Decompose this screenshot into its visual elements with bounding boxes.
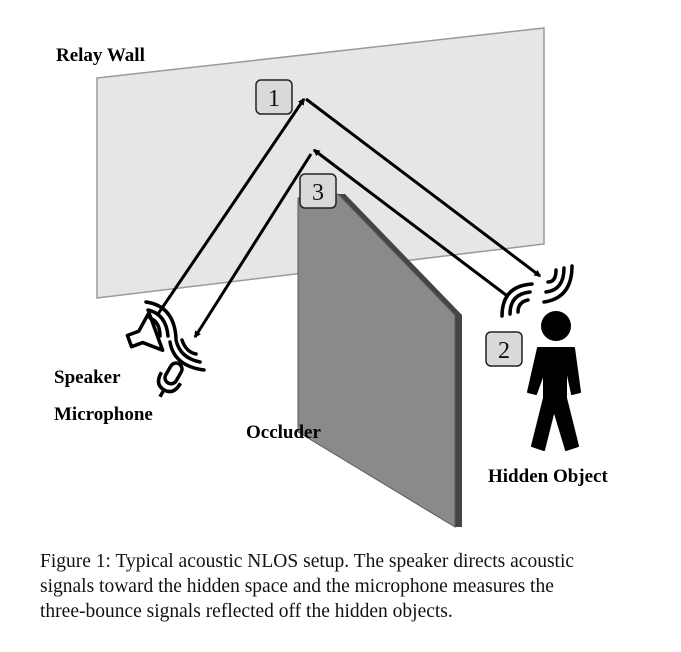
- speaker-icon: [125, 310, 165, 353]
- person-icon: [527, 311, 581, 451]
- svg-text:1: 1: [268, 86, 280, 112]
- figure-caption: Figure 1: Typical acoustic NLOS setup. T…: [40, 549, 642, 624]
- object-incoming-wave-icon: [542, 264, 574, 304]
- sound-wave-icon: [144, 300, 178, 340]
- microphone-wave-icon: [168, 338, 206, 372]
- signal-paths: [156, 97, 542, 339]
- bounce-marker-1: 1: [255, 79, 293, 115]
- relay-wall: [96, 27, 545, 299]
- caption-line-2: signals toward the hidden space and the …: [40, 576, 554, 597]
- bounce-marker-3: 3: [299, 173, 337, 209]
- arrow-speaker-to-wall: [156, 97, 306, 315]
- relay-wall-label: Relay Wall: [56, 45, 145, 66]
- nlos-setup-figure: Relay Wall Occluder 1 3 2 Speaker: [54, 27, 608, 528]
- microphone-icon: [156, 361, 184, 398]
- arrow-wall-to-object: [305, 97, 542, 278]
- object-outgoing-wave-icon: [500, 282, 534, 318]
- caption-line-3: three-bounce signals reflected off the h…: [40, 601, 453, 622]
- hidden-object-label: Hidden Object: [488, 466, 608, 487]
- arrow-object-to-wall: [312, 148, 507, 297]
- svg-text:3: 3: [312, 180, 324, 206]
- bounce-marker-2: 2: [485, 331, 523, 367]
- microphone-label: Microphone: [54, 404, 153, 425]
- svg-text:2: 2: [498, 338, 510, 364]
- speaker-label: Speaker: [54, 367, 121, 388]
- caption-line-1: Figure 1: Typical acoustic NLOS setup. T…: [40, 551, 575, 572]
- arrow-wall-to-microphone: [193, 153, 313, 339]
- occluder-label: Occluder: [246, 422, 321, 443]
